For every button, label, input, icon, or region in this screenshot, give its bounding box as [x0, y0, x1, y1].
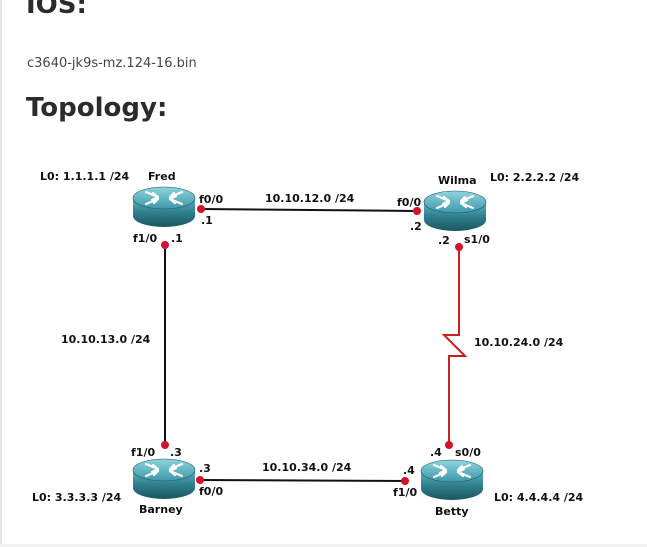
if-label-betty-f10: f1/0	[393, 486, 417, 499]
host-label-betty-s00: .4	[430, 446, 442, 459]
router-fred-name: Fred	[148, 170, 176, 183]
host-label-barney-f00: .3	[199, 462, 211, 475]
topology-heading: Topology:	[26, 93, 168, 123]
if-label-fred-f10: f1/0	[133, 232, 157, 245]
endpoint-fred-f10	[161, 241, 169, 249]
network-label-fred-barney: 10.10.13.0 /24	[61, 333, 151, 346]
endpoint-wilma-f00	[413, 207, 421, 215]
if-label-wilma-f00: f0/0	[397, 196, 421, 209]
ios-heading: IOS:	[26, 0, 87, 20]
router-barney-name: Barney	[139, 503, 183, 516]
router-barney-icon	[132, 458, 196, 499]
endpoint-barney-f10	[161, 441, 169, 449]
host-label-betty-f10: .4	[403, 464, 415, 477]
router-fred-icon	[132, 186, 196, 227]
host-label-fred-f10: .1	[171, 232, 183, 245]
router-betty-name: Betty	[435, 505, 469, 518]
if-label-barney-f10: f1/0	[131, 446, 155, 459]
endpoint-barney-f00	[196, 476, 204, 484]
network-label-fred-wilma: 10.10.12.0 /24	[265, 192, 355, 205]
host-label-barney-f10: .3	[170, 446, 182, 459]
if-label-barney-f00: f0/0	[199, 485, 223, 498]
endpoint-betty-s00	[445, 441, 453, 449]
router-wilma-loopback: L0: 2.2.2.2 /24	[490, 171, 580, 184]
router-barney-loopback: L0: 3.3.3.3 /24	[32, 491, 122, 504]
link-barney-betty	[199, 479, 406, 482]
link-fred-wilma	[199, 208, 417, 212]
if-label-fred-f00: f0/0	[199, 193, 223, 206]
host-label-wilma-s10: .2	[438, 234, 450, 247]
ios-image-filename: c3640-jk9s-mz.124-16.bin	[27, 56, 197, 71]
router-betty-icon	[420, 459, 484, 500]
page-bottom-edge	[0, 544, 647, 547]
router-betty-loopback: L0: 4.4.4.4 /24	[494, 491, 584, 504]
host-label-fred-f00: .1	[201, 214, 213, 227]
router-wilma-name: Wilma	[438, 174, 477, 187]
if-label-wilma-s10: s1/0	[464, 233, 490, 246]
endpoint-wilma-s10	[455, 243, 463, 251]
endpoint-fred-f00	[197, 205, 205, 213]
endpoint-betty-f10	[401, 477, 409, 485]
content-left-border	[0, 0, 2, 547]
host-label-wilma-f00: .2	[410, 220, 422, 233]
network-label-barney-betty: 10.10.34.0 /24	[262, 461, 352, 474]
if-label-betty-s00: s0/0	[455, 446, 481, 459]
link-wilma-betty-serial	[441, 247, 468, 445]
router-wilma-icon	[423, 190, 487, 231]
network-label-wilma-betty: 10.10.24.0 /24	[474, 336, 564, 349]
router-fred-loopback: L0: 1.1.1.1 /24	[40, 170, 130, 183]
